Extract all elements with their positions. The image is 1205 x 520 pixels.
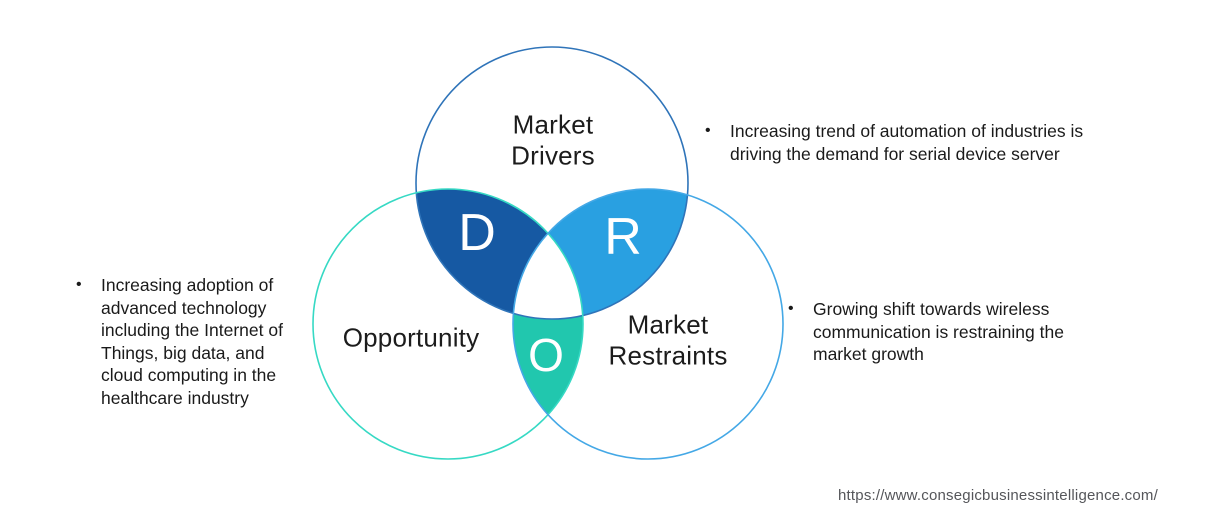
market-drivers-label: Market Drivers [511, 109, 595, 170]
opportunity-annotation: • Increasing adoption of advanced techno… [76, 274, 283, 409]
bullet-point-icon: • [76, 276, 82, 293]
restraints-annotation: • Growing shift towards wireless communi… [788, 298, 1064, 366]
market-restraints-label: Market Restraints [608, 309, 728, 370]
drivers-annotation: • Increasing trend of automation of indu… [705, 120, 1083, 165]
restraints-circle-outline [512, 188, 784, 460]
drivers-restraints-overlap [513, 189, 688, 319]
drivers-annotation-text: Increasing trend of automation of indust… [730, 121, 1084, 164]
opportunity-label: Opportunity [342, 322, 480, 353]
restraints-annotation-text: Growing shift towards wireless communica… [813, 299, 1064, 364]
restraints-letter: R [604, 208, 642, 266]
drivers-circle-outline [415, 46, 689, 320]
bullet-point-icon: • [705, 122, 711, 139]
source-url: https://www.consegicbusinessintelligence… [838, 487, 1158, 504]
drivers-opportunity-overlap [416, 189, 583, 319]
opportunity-circle-outline [312, 188, 584, 460]
opportunity-letter: O [528, 329, 564, 381]
opportunity-annotation-text: Increasing adoption of advanced technolo… [101, 275, 283, 408]
drivers-letter: D [458, 204, 496, 262]
bullet-point-icon: • [788, 300, 794, 317]
